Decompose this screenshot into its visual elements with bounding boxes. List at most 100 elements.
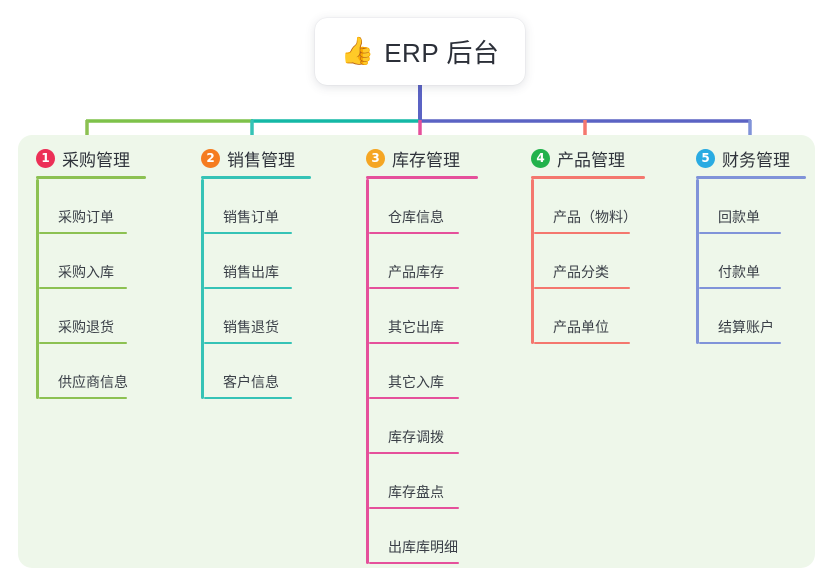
leaf-underline: [699, 342, 781, 344]
branch-stem: [696, 179, 699, 344]
leaf-node[interactable]: 采购订单: [36, 179, 146, 234]
leaf-node-label: 出库库明细: [388, 539, 458, 555]
branch-underline: [366, 176, 478, 179]
branch-underline: [36, 176, 146, 179]
leaf-node-label: 采购订单: [58, 209, 114, 225]
branch-title: 财务管理: [722, 150, 790, 170]
branch-column-销售管理: 2 销售管理销售订单销售出库销售退货客户信息: [201, 146, 311, 399]
root-node[interactable]: 👍 ERP 后台: [315, 18, 525, 85]
branch-leaf-list: 销售订单销售出库销售退货客户信息: [201, 179, 311, 399]
leaf-node[interactable]: 采购退货: [36, 289, 146, 344]
leaf-node[interactable]: 回款单: [696, 179, 806, 234]
leaf-node[interactable]: 结算账户: [696, 289, 806, 344]
leaf-node[interactable]: 产品库存: [366, 234, 478, 289]
leaf-underline: [204, 287, 292, 289]
leaf-node-label: 产品分类: [553, 264, 609, 280]
leaf-underline: [39, 287, 127, 289]
leaf-underline: [369, 232, 459, 234]
leaf-node-label: 采购退货: [58, 319, 114, 335]
leaf-node[interactable]: 库存盘点: [366, 454, 478, 509]
branch-stem: [366, 179, 369, 564]
leaf-node-label: 付款单: [718, 264, 760, 280]
leaf-underline: [534, 342, 630, 344]
leaf-underline: [39, 342, 127, 344]
branch-title: 库存管理: [392, 150, 460, 170]
branch-number-badge: 5: [696, 148, 715, 168]
branch-underline: [531, 176, 645, 179]
leaf-node-label: 库存调拨: [388, 429, 444, 445]
leaf-node-label: 库存盘点: [388, 484, 444, 500]
leaf-node-label: 产品库存: [388, 264, 444, 280]
branch-title: 销售管理: [227, 150, 295, 170]
leaf-node[interactable]: 销售退货: [201, 289, 311, 344]
leaf-underline: [369, 342, 459, 344]
leaf-node[interactable]: 产品（物料）: [531, 179, 645, 234]
leaf-underline: [369, 397, 459, 399]
leaf-node[interactable]: 库存调拨: [366, 399, 478, 454]
leaf-node[interactable]: 其它入库: [366, 344, 478, 399]
leaf-node[interactable]: 客户信息: [201, 344, 311, 399]
branch-number-badge: 2: [201, 148, 220, 168]
leaf-underline: [369, 507, 459, 509]
branch-number-badge: 4: [531, 148, 550, 168]
leaf-underline: [369, 287, 459, 289]
leaf-node[interactable]: 供应商信息: [36, 344, 146, 399]
branch-underline: [696, 176, 806, 179]
branch-column-库存管理: 3 库存管理仓库信息产品库存其它出库其它入库库存调拨库存盘点出库库明细: [366, 146, 478, 564]
leaf-node[interactable]: 出库库明细: [366, 509, 478, 564]
leaf-node-label: 产品（物料）: [553, 209, 637, 225]
branch-header-财务管理[interactable]: 5 财务管理: [696, 146, 806, 170]
thumbs-up-icon: 👍: [340, 36, 375, 67]
branch-number-badge: 3: [366, 148, 385, 168]
leaf-node-label: 销售订单: [223, 209, 279, 225]
branch-header-库存管理[interactable]: 3 库存管理: [366, 146, 478, 170]
leaf-node[interactable]: 产品单位: [531, 289, 645, 344]
leaf-node[interactable]: 销售订单: [201, 179, 311, 234]
branch-column-采购管理: 1 采购管理采购订单采购入库采购退货供应商信息: [36, 146, 146, 399]
leaf-node[interactable]: 其它出库: [366, 289, 478, 344]
leaf-node-label: 销售退货: [223, 319, 279, 335]
branch-header-销售管理[interactable]: 2 销售管理: [201, 146, 311, 170]
leaf-node[interactable]: 仓库信息: [366, 179, 478, 234]
branch-leaf-list: 仓库信息产品库存其它出库其它入库库存调拨库存盘点出库库明细: [366, 179, 478, 564]
leaf-underline: [699, 287, 781, 289]
branch-number-badge: 1: [36, 148, 55, 168]
leaf-node-label: 回款单: [718, 209, 760, 225]
branch-stem: [531, 179, 534, 344]
leaf-underline: [699, 232, 781, 234]
leaf-underline: [369, 562, 459, 564]
branch-header-采购管理[interactable]: 1 采购管理: [36, 146, 146, 170]
branch-stem: [201, 179, 204, 399]
leaf-node[interactable]: 采购入库: [36, 234, 146, 289]
leaf-node-label: 结算账户: [718, 319, 774, 335]
leaf-underline: [204, 342, 292, 344]
leaf-node[interactable]: 产品分类: [531, 234, 645, 289]
leaf-underline: [204, 232, 292, 234]
leaf-underline: [204, 397, 292, 399]
leaf-node-label: 客户信息: [223, 374, 279, 390]
leaf-node[interactable]: 付款单: [696, 234, 806, 289]
leaf-underline: [39, 397, 127, 399]
leaf-node-label: 仓库信息: [388, 209, 444, 225]
leaf-node-label: 其它出库: [388, 319, 444, 335]
leaf-underline: [369, 452, 459, 454]
leaf-underline: [534, 232, 630, 234]
leaf-node-label: 采购入库: [58, 264, 114, 280]
branch-leaf-list: 回款单付款单结算账户: [696, 179, 806, 344]
leaf-node[interactable]: 销售出库: [201, 234, 311, 289]
branch-stem: [36, 179, 39, 399]
leaf-node-label: 产品单位: [553, 319, 609, 335]
leaf-node-label: 其它入库: [388, 374, 444, 390]
leaf-underline: [534, 287, 630, 289]
diagram-panel: [18, 135, 815, 568]
root-node-title: ERP 后台: [384, 38, 500, 68]
branch-leaf-list: 采购订单采购入库采购退货供应商信息: [36, 179, 146, 399]
leaf-underline: [39, 232, 127, 234]
leaf-node-label: 供应商信息: [58, 374, 128, 390]
branch-leaf-list: 产品（物料） 产品分类产品单位: [531, 179, 645, 344]
leaf-node-label: 销售出库: [223, 264, 279, 280]
branch-title: 采购管理: [62, 150, 130, 170]
